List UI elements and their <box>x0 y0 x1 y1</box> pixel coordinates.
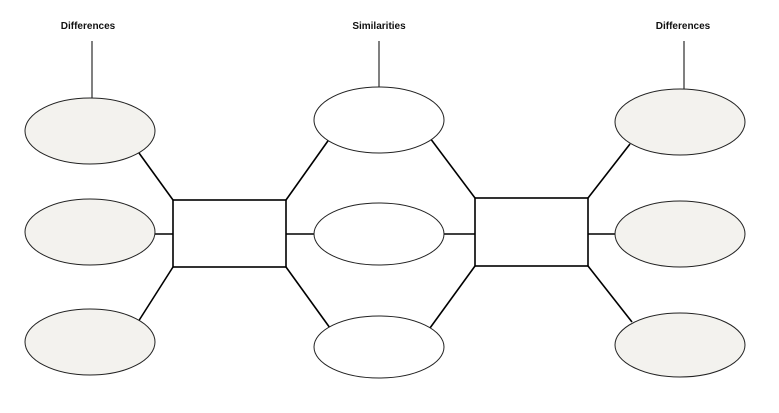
connector <box>429 265 476 329</box>
connector <box>587 143 631 199</box>
left-difference-ellipse-1[interactable] <box>24 97 156 165</box>
connector <box>587 265 633 323</box>
right-differences-label: Differences <box>656 21 711 32</box>
connector <box>285 266 331 329</box>
similarity-ellipse-1[interactable] <box>313 86 445 154</box>
left-topic-box[interactable] <box>172 199 287 268</box>
left-difference-ellipse-2[interactable] <box>24 198 156 266</box>
similarity-ellipse-3[interactable] <box>313 315 445 379</box>
right-topic-box[interactable] <box>474 197 589 267</box>
connector <box>138 152 174 201</box>
center-ellipses <box>313 86 445 379</box>
connectors <box>91 41 685 329</box>
right-difference-ellipse-1[interactable] <box>614 88 746 156</box>
similarities-label: Similarities <box>352 21 406 32</box>
connector <box>137 266 174 323</box>
similarity-ellipse-2[interactable] <box>313 202 445 266</box>
left-difference-ellipse-3[interactable] <box>24 308 156 376</box>
left-differences-label: Differences <box>61 21 116 32</box>
side-ellipses <box>24 88 746 378</box>
connector <box>285 137 331 201</box>
connector <box>429 137 476 199</box>
right-difference-ellipse-2[interactable] <box>614 200 746 268</box>
right-difference-ellipse-3[interactable] <box>614 312 746 378</box>
